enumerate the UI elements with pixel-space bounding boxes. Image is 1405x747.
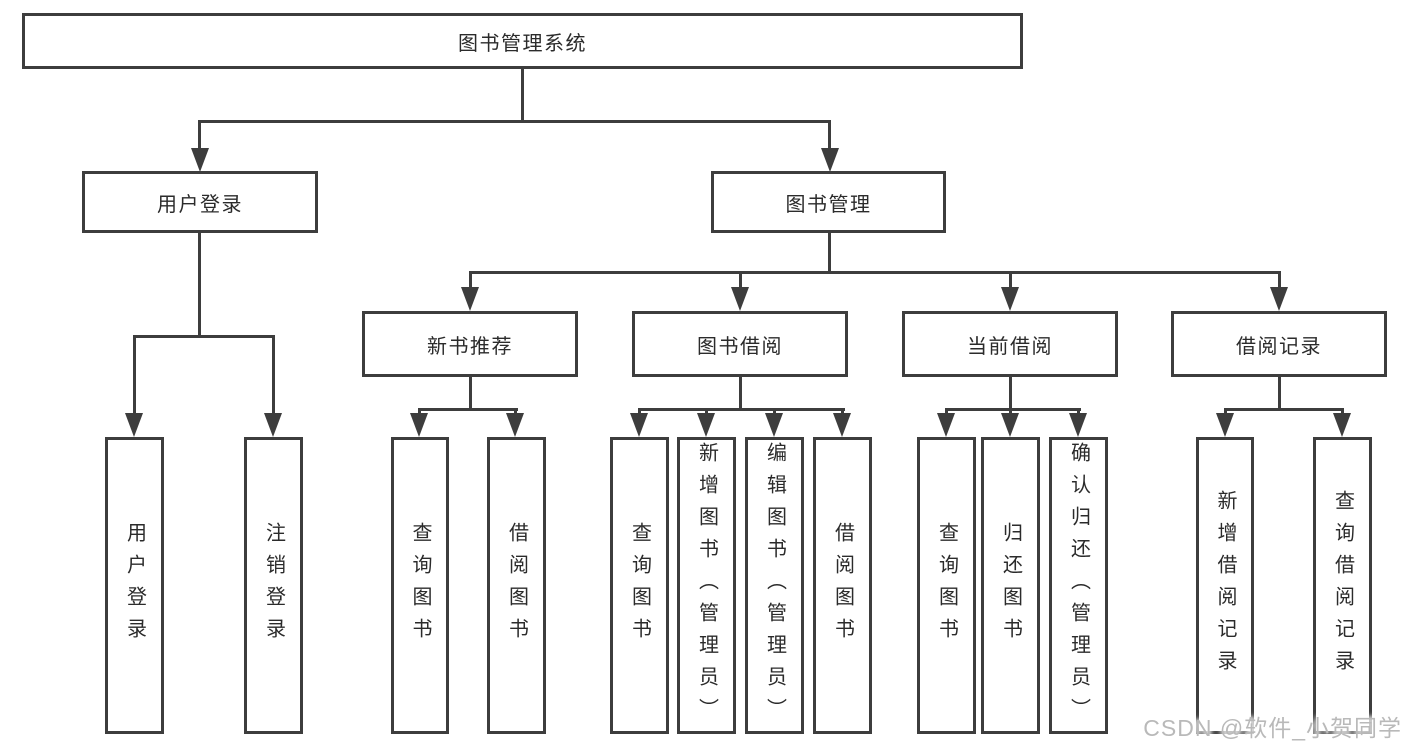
arrowhead-icon: [1001, 287, 1019, 311]
node-leaf-edit-books-admin: 编辑图书（管理员）: [745, 437, 804, 734]
node-leaf-query-borrow-record: 查询借阅记录: [1313, 437, 1372, 734]
arrowhead-icon: [125, 413, 143, 437]
arrowhead-icon: [833, 413, 851, 437]
node-label: 图书管理: [785, 193, 872, 216]
connector-line: [828, 233, 831, 273]
node-label: 当前借阅: [967, 335, 1053, 358]
arrowhead-icon: [630, 413, 648, 437]
node-leaf-confirm-return-admin: 确认归还（管理员）: [1049, 437, 1108, 734]
watermark: CSDN @软件_小贺同学: [1143, 715, 1402, 741]
connector-line: [638, 408, 641, 417]
node-label: 借阅图书: [505, 521, 528, 650]
connector-line: [133, 335, 275, 338]
connector-line: [1224, 408, 1227, 417]
connector-line: [1278, 271, 1281, 291]
connector-line: [705, 408, 708, 417]
node-root-book-management-system: 图书管理系统: [22, 13, 1023, 69]
node-new-book-recommendation: 新书推荐: [362, 311, 578, 377]
node-leaf-borrow-books-1: 借阅图书: [487, 437, 546, 734]
connector-line: [514, 408, 517, 417]
node-leaf-borrow-books-2: 借阅图书: [813, 437, 872, 734]
node-leaf-query-books-2: 查询图书: [610, 437, 669, 734]
connector-line: [469, 271, 1281, 274]
node-label: 新书推荐: [427, 335, 513, 358]
connector-line: [945, 408, 1081, 411]
arrowhead-icon: [506, 413, 524, 437]
node-label: 查询图书: [935, 521, 958, 650]
connector-line: [1077, 408, 1080, 417]
connector-line: [272, 335, 275, 417]
connector-line: [1009, 271, 1012, 291]
connector-line: [841, 408, 844, 417]
node-current-borrowing: 当前借阅: [902, 311, 1118, 377]
connector-line: [638, 408, 845, 411]
connector-line: [1341, 408, 1344, 417]
arrowhead-icon: [937, 413, 955, 437]
node-book-borrowing: 图书借阅: [632, 311, 848, 377]
arrowhead-icon: [191, 148, 209, 172]
arrowhead-icon: [410, 413, 428, 437]
connector-line: [773, 408, 776, 417]
node-label: 新增图书（管理员）: [695, 441, 718, 730]
node-leaf-add-books-admin: 新增图书（管理员）: [677, 437, 736, 734]
arrowhead-icon: [1270, 287, 1288, 311]
node-label: 借阅图书: [831, 521, 854, 650]
connector-line: [945, 408, 948, 417]
node-label: 借阅记录: [1236, 335, 1322, 358]
connector-line: [739, 377, 742, 411]
connector-line: [1009, 408, 1012, 417]
connector-line: [469, 271, 472, 291]
arrowhead-icon: [765, 413, 783, 437]
connector-line: [828, 120, 831, 152]
node-leaf-logout: 注销登录: [244, 437, 303, 734]
arrowhead-icon: [264, 413, 282, 437]
node-label: 新增借阅记录: [1214, 489, 1236, 682]
connector-line: [469, 377, 472, 411]
node-label: 用户登录: [157, 193, 243, 216]
node-leaf-return-books: 归还图书: [981, 437, 1040, 734]
arrowhead-icon: [1216, 413, 1234, 437]
node-label: 编辑图书（管理员）: [763, 441, 786, 730]
node-label: 图书管理系统: [458, 32, 587, 55]
node-leaf-query-books-1: 查询图书: [391, 437, 449, 734]
connector-line: [1009, 377, 1012, 411]
node-label: 归还图书: [999, 521, 1022, 650]
connector-line: [198, 120, 831, 123]
connector-line: [418, 408, 421, 417]
connector-line: [198, 233, 201, 335]
arrowhead-icon: [461, 287, 479, 311]
connector-line: [198, 120, 201, 152]
node-label: 注销登录: [262, 521, 285, 650]
node-borrowing-records: 借阅记录: [1171, 311, 1387, 377]
node-label: 查询图书: [628, 521, 651, 650]
arrowhead-icon: [1069, 413, 1087, 437]
connector-line: [1224, 408, 1344, 411]
connector-line: [521, 68, 524, 120]
connector-line: [739, 271, 742, 291]
node-label: 图书借阅: [697, 335, 783, 358]
node-leaf-add-borrow-record: 新增借阅记录: [1196, 437, 1254, 734]
node-label: 用户登录: [123, 521, 146, 650]
node-leaf-query-books-3: 查询图书: [917, 437, 976, 734]
node-label: 确认归还（管理员）: [1067, 441, 1090, 730]
connector-line: [1278, 377, 1281, 411]
node-label: 查询借阅记录: [1331, 489, 1354, 682]
connector-line: [133, 335, 136, 417]
node-book-management: 图书管理: [711, 171, 946, 233]
arrowhead-icon: [1001, 413, 1019, 437]
node-user-login: 用户登录: [82, 171, 318, 233]
arrowhead-icon: [697, 413, 715, 437]
arrowhead-icon: [731, 287, 749, 311]
arrowhead-icon: [821, 148, 839, 172]
node-leaf-user-login: 用户登录: [105, 437, 164, 734]
arrowhead-icon: [1333, 413, 1351, 437]
connector-line: [418, 408, 518, 411]
node-label: 查询图书: [409, 521, 431, 650]
